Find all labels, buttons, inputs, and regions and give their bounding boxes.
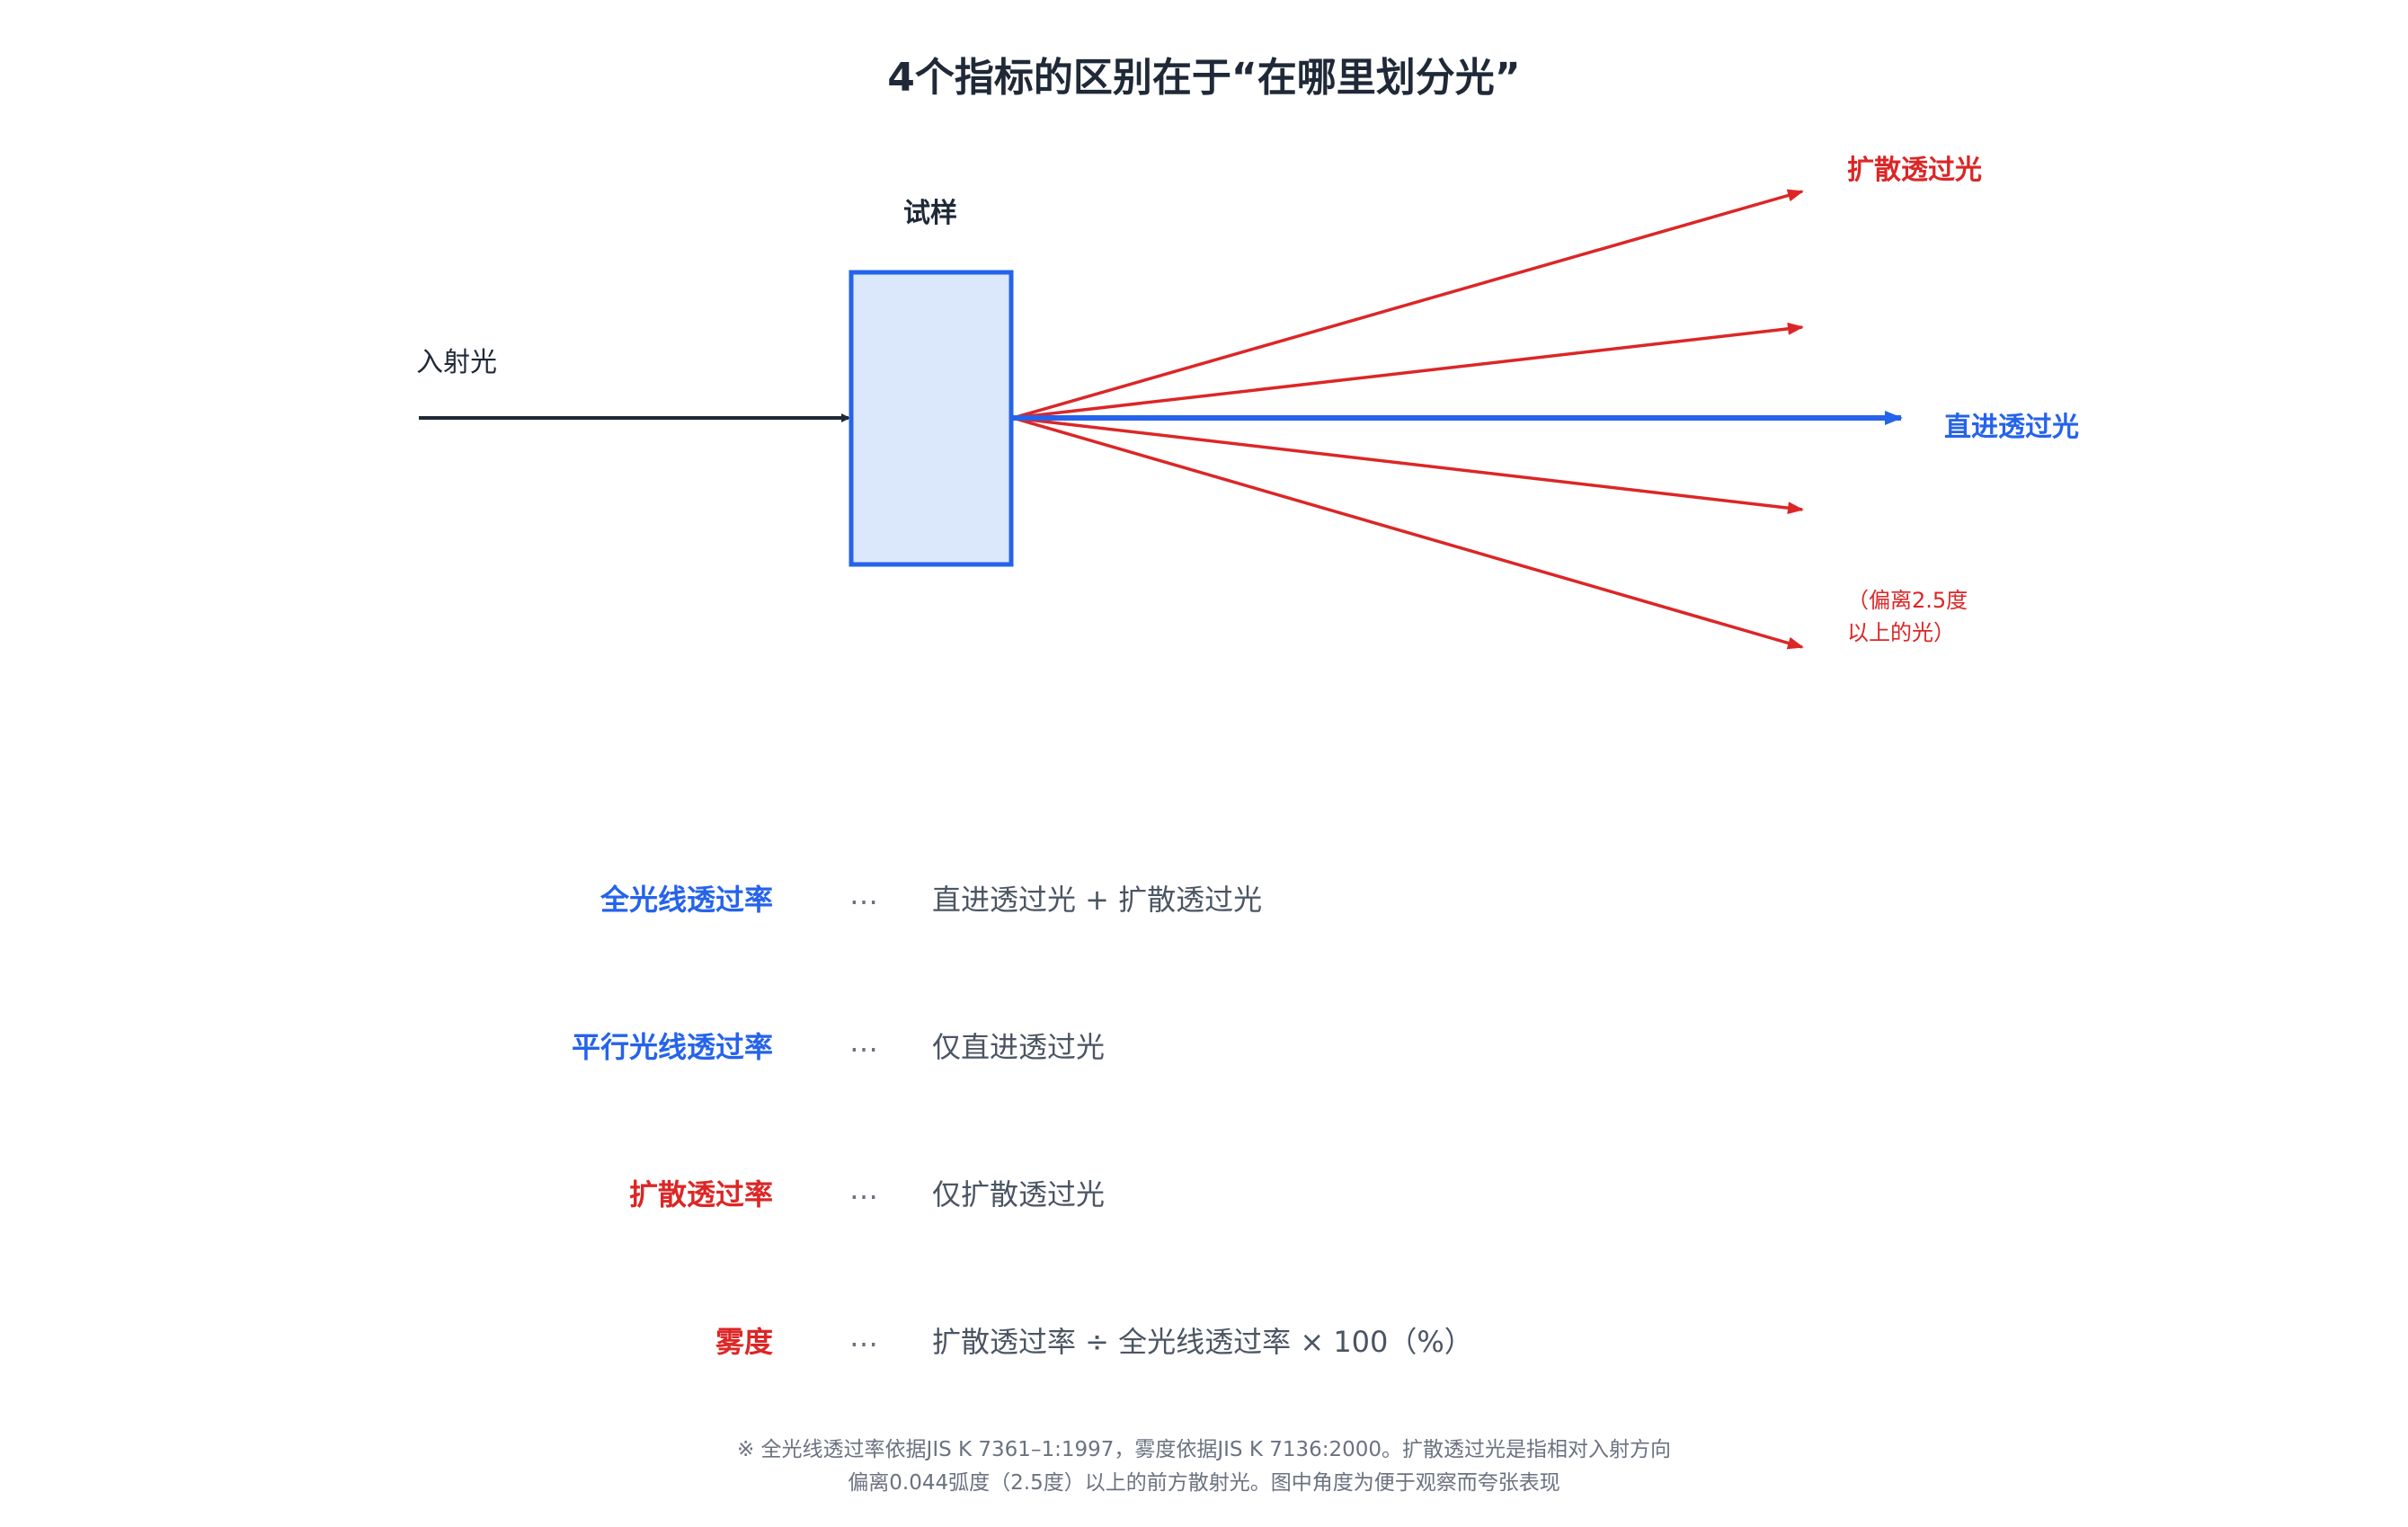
definition-ellipsis: …	[849, 1025, 878, 1059]
direct-light-label: 直进透过光	[1944, 412, 2079, 443]
definition-row-total: 全光线透过率 … 直进透过光 + 扩散透过光	[0, 877, 2408, 931]
page-title: 4个指标的区别在于“在哪里划分光”	[887, 55, 1521, 101]
diffuse-ray-lower-inner	[1012, 416, 1804, 515]
definition-description: 直进透过光 + 扩散透过光	[932, 883, 1263, 917]
definition-ellipsis: …	[849, 1172, 878, 1206]
sample-label: 试样	[903, 198, 957, 229]
definition-description: 仅直进透过光	[932, 1030, 1106, 1064]
diffuse-ray-upper-outer	[1012, 189, 1804, 420]
definition-row-parallel: 平行光线透过率 … 仅直进透过光	[0, 1025, 2408, 1079]
definition-description: 扩散透过率 ÷ 全光线透过率 × 100（%）	[932, 1325, 1473, 1359]
footnote-line-2: 偏离0.044弧度（2.5度）以上的前方散射光。图中角度为便于观察而夸张表现	[848, 1471, 1560, 1495]
definition-row-haze: 雾度 … 扩散透过率 ÷ 全光线透过率 × 100（%）	[0, 1319, 2408, 1373]
definition-ellipsis: …	[849, 1319, 878, 1354]
deviation-note: （偏离2.5度 以上的光）	[1847, 584, 2027, 649]
definition-description: 仅扩散透过光	[932, 1177, 1106, 1212]
definition-term: 雾度	[715, 1325, 773, 1359]
diffuse-ray-upper-inner	[1012, 322, 1804, 420]
incident-light-label: 入射光	[416, 347, 497, 378]
definition-term: 平行光线透过率	[571, 1030, 773, 1064]
definition-row-diffuse: 扩散透过率 … 仅扩散透过光	[0, 1172, 2408, 1226]
deviation-note-line-1: （偏离2.5度	[1847, 588, 1968, 613]
footnote: ※ 全光线透过率依据JIS K 7361–1:1997，雾度依据JIS K 71…	[0, 1434, 2408, 1500]
diffuse-light-label: 扩散透过光	[1847, 155, 1982, 186]
footnote-line-1: ※ 全光线透过率依据JIS K 7361–1:1997，雾度依据JIS K 71…	[736, 1438, 1672, 1461]
deviation-note-line-2: 以上的光）	[1847, 620, 1955, 645]
definition-ellipsis: …	[849, 877, 878, 911]
diffuse-ray-lower-outer	[1012, 416, 1804, 650]
definition-term: 扩散透过率	[628, 1177, 773, 1212]
sample-box	[849, 270, 1014, 567]
definition-term: 全光线透过率	[600, 883, 773, 917]
